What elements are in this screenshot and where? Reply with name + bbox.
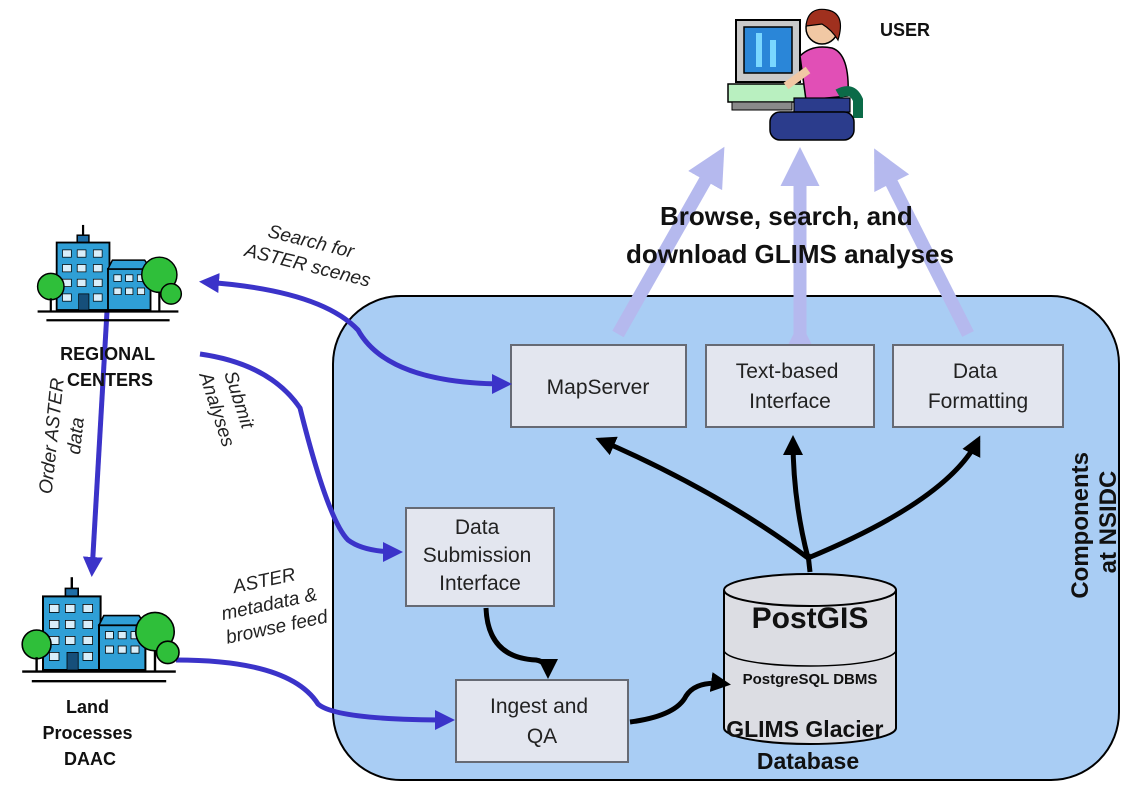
- internal-flows: [483, 435, 981, 725]
- database-cylinder[interactable]: PostGIS PostgreSQL DBMS: [723, 573, 897, 745]
- user-icon: [727, 8, 863, 141]
- order-aster-label: Order ASTER data: [36, 372, 93, 498]
- user-label: USER: [880, 20, 930, 40]
- data-submission-box[interactable]: Data Submission Interface: [405, 507, 555, 607]
- mapserver-label: MapServer: [547, 376, 650, 399]
- nsidc-label: Components at NSIDC: [1067, 445, 1122, 598]
- postgis-label: PostGIS: [752, 602, 869, 635]
- user-access-arrows: [612, 146, 974, 360]
- ingest-qa-label: Ingest and QA: [490, 695, 594, 748]
- data-formatting-box[interactable]: Data Formatting: [892, 344, 1064, 428]
- mapserver-box[interactable]: MapServer: [510, 344, 687, 428]
- search-aster-label: Search for ASTER scenes: [242, 217, 379, 292]
- database-caption: GLIMS Glacier Database: [726, 716, 890, 774]
- text-interface-box[interactable]: Text-based Interface: [705, 344, 875, 428]
- regional-centers-building-icon: [36, 223, 183, 322]
- postgresql-label: PostgreSQL DBMS: [743, 671, 878, 688]
- text-interface-label: Text-based Interface: [736, 360, 845, 413]
- data-submission-label: Data Submission Interface: [423, 516, 537, 595]
- land-processes-label: Land Processes DAAC: [42, 697, 137, 769]
- regional-centers-label: REGIONAL CENTERS: [60, 344, 160, 390]
- ingest-qa-box[interactable]: Ingest and QA: [455, 679, 629, 763]
- browse-search-headline: Browse, search, and download GLIMS analy…: [626, 201, 954, 269]
- submit-analyses-label: Submit Analyses: [194, 361, 261, 450]
- data-formatting-label: Data Formatting: [928, 360, 1028, 413]
- aster-metadata-label: ASTER metadata & browse feed: [214, 559, 331, 648]
- lp-daac-building-icon: [20, 575, 181, 683]
- external-flows: [82, 273, 512, 730]
